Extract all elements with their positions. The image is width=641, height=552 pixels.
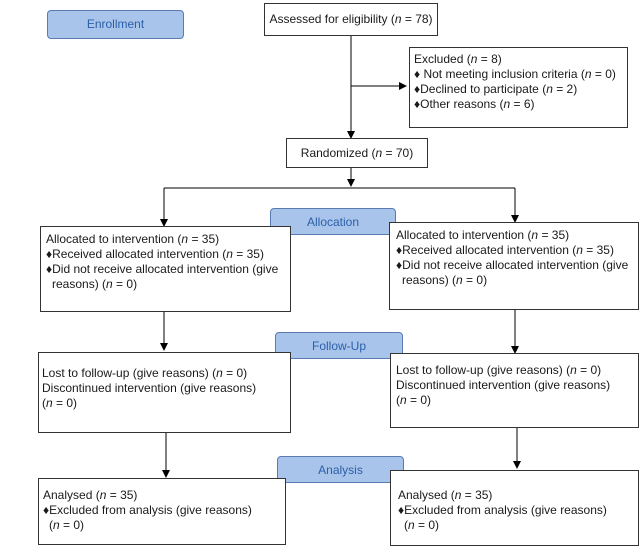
followup-left-box: Lost to follow-up (give reasons) (n = 0)…: [38, 352, 291, 433]
discontinued-line: Discontinued intervention (give reasons): [396, 378, 611, 392]
allocation-left-box: Allocated to intervention (n = 35) ♦Rece…: [40, 226, 291, 312]
excluded-analysis-count-line: (n = 0): [49, 518, 85, 532]
stage-enrollment-label: Enrollment: [86, 17, 145, 31]
lost-line: Lost to follow-up (give reasons) (n = 0): [396, 363, 602, 377]
excluded-item: ♦Other reasons (n = 6): [414, 97, 535, 111]
discontinued-line: Discontinued intervention (give reasons): [42, 381, 257, 395]
analysis-right-box: Analysed (n = 35) ♦Excluded from analysi…: [390, 470, 639, 546]
assessed-box: Assessed for eligibility (n = 78): [264, 3, 438, 36]
excluded-box: Excluded (n = 8) ♦ Not meeting inclusion…: [409, 47, 628, 128]
stage-analysis: Analysis: [277, 456, 404, 483]
allocation-right-box: Allocated to intervention (n = 35) ♦Rece…: [389, 222, 639, 310]
stage-follow-up-label: Follow-Up: [311, 339, 366, 353]
received-line: ♦Received allocated intervention (n = 35…: [396, 243, 614, 257]
excluded-item: ♦Declined to participate (n = 2): [414, 82, 578, 96]
stage-analysis-label: Analysis: [318, 463, 363, 477]
not-received-reasons-line: reasons) (n = 0): [402, 273, 488, 287]
assessed-text: Assessed for eligibility (n = 78): [269, 12, 433, 26]
followup-right-box: Lost to follow-up (give reasons) (n = 0)…: [390, 353, 639, 428]
not-received-reasons-line: reasons) (n = 0): [52, 277, 138, 291]
allocated-line: Allocated to intervention (n = 35): [396, 228, 570, 242]
randomized-box: Randomized (n = 70): [286, 138, 428, 168]
stage-enrollment: Enrollment: [47, 10, 184, 39]
stage-allocation: Allocation: [270, 208, 396, 235]
analysed-line: Analysed (n = 35): [398, 488, 493, 502]
excluded-analysis-line: ♦Excluded from analysis (give reasons): [398, 503, 607, 517]
stage-allocation-label: Allocation: [306, 215, 360, 229]
excluded-item: ♦ Not meeting inclusion criteria (n = 0): [414, 67, 616, 81]
analysis-left-box: Analysed (n = 35) ♦Excluded from analysi…: [38, 478, 286, 545]
excluded-analysis-count-line: (n = 0): [404, 518, 440, 532]
allocated-line: Allocated to intervention (n = 35): [46, 232, 220, 246]
not-received-line: ♦Did not receive allocated intervention …: [46, 262, 279, 276]
excluded-title: Excluded (n = 8): [414, 52, 502, 66]
discontinued-count-line: (n = 0): [396, 393, 432, 407]
stage-follow-up: Follow-Up: [275, 332, 403, 359]
randomized-text: Randomized (n = 70): [300, 146, 414, 160]
discontinued-count-line: (n = 0): [42, 396, 78, 410]
lost-line: Lost to follow-up (give reasons) (n = 0): [42, 366, 248, 380]
analysed-line: Analysed (n = 35): [43, 488, 138, 502]
excluded-analysis-line: ♦Excluded from analysis (give reasons): [43, 503, 252, 517]
received-line: ♦Received allocated intervention (n = 35…: [46, 247, 264, 261]
not-received-line: ♦Did not receive allocated intervention …: [396, 258, 629, 272]
